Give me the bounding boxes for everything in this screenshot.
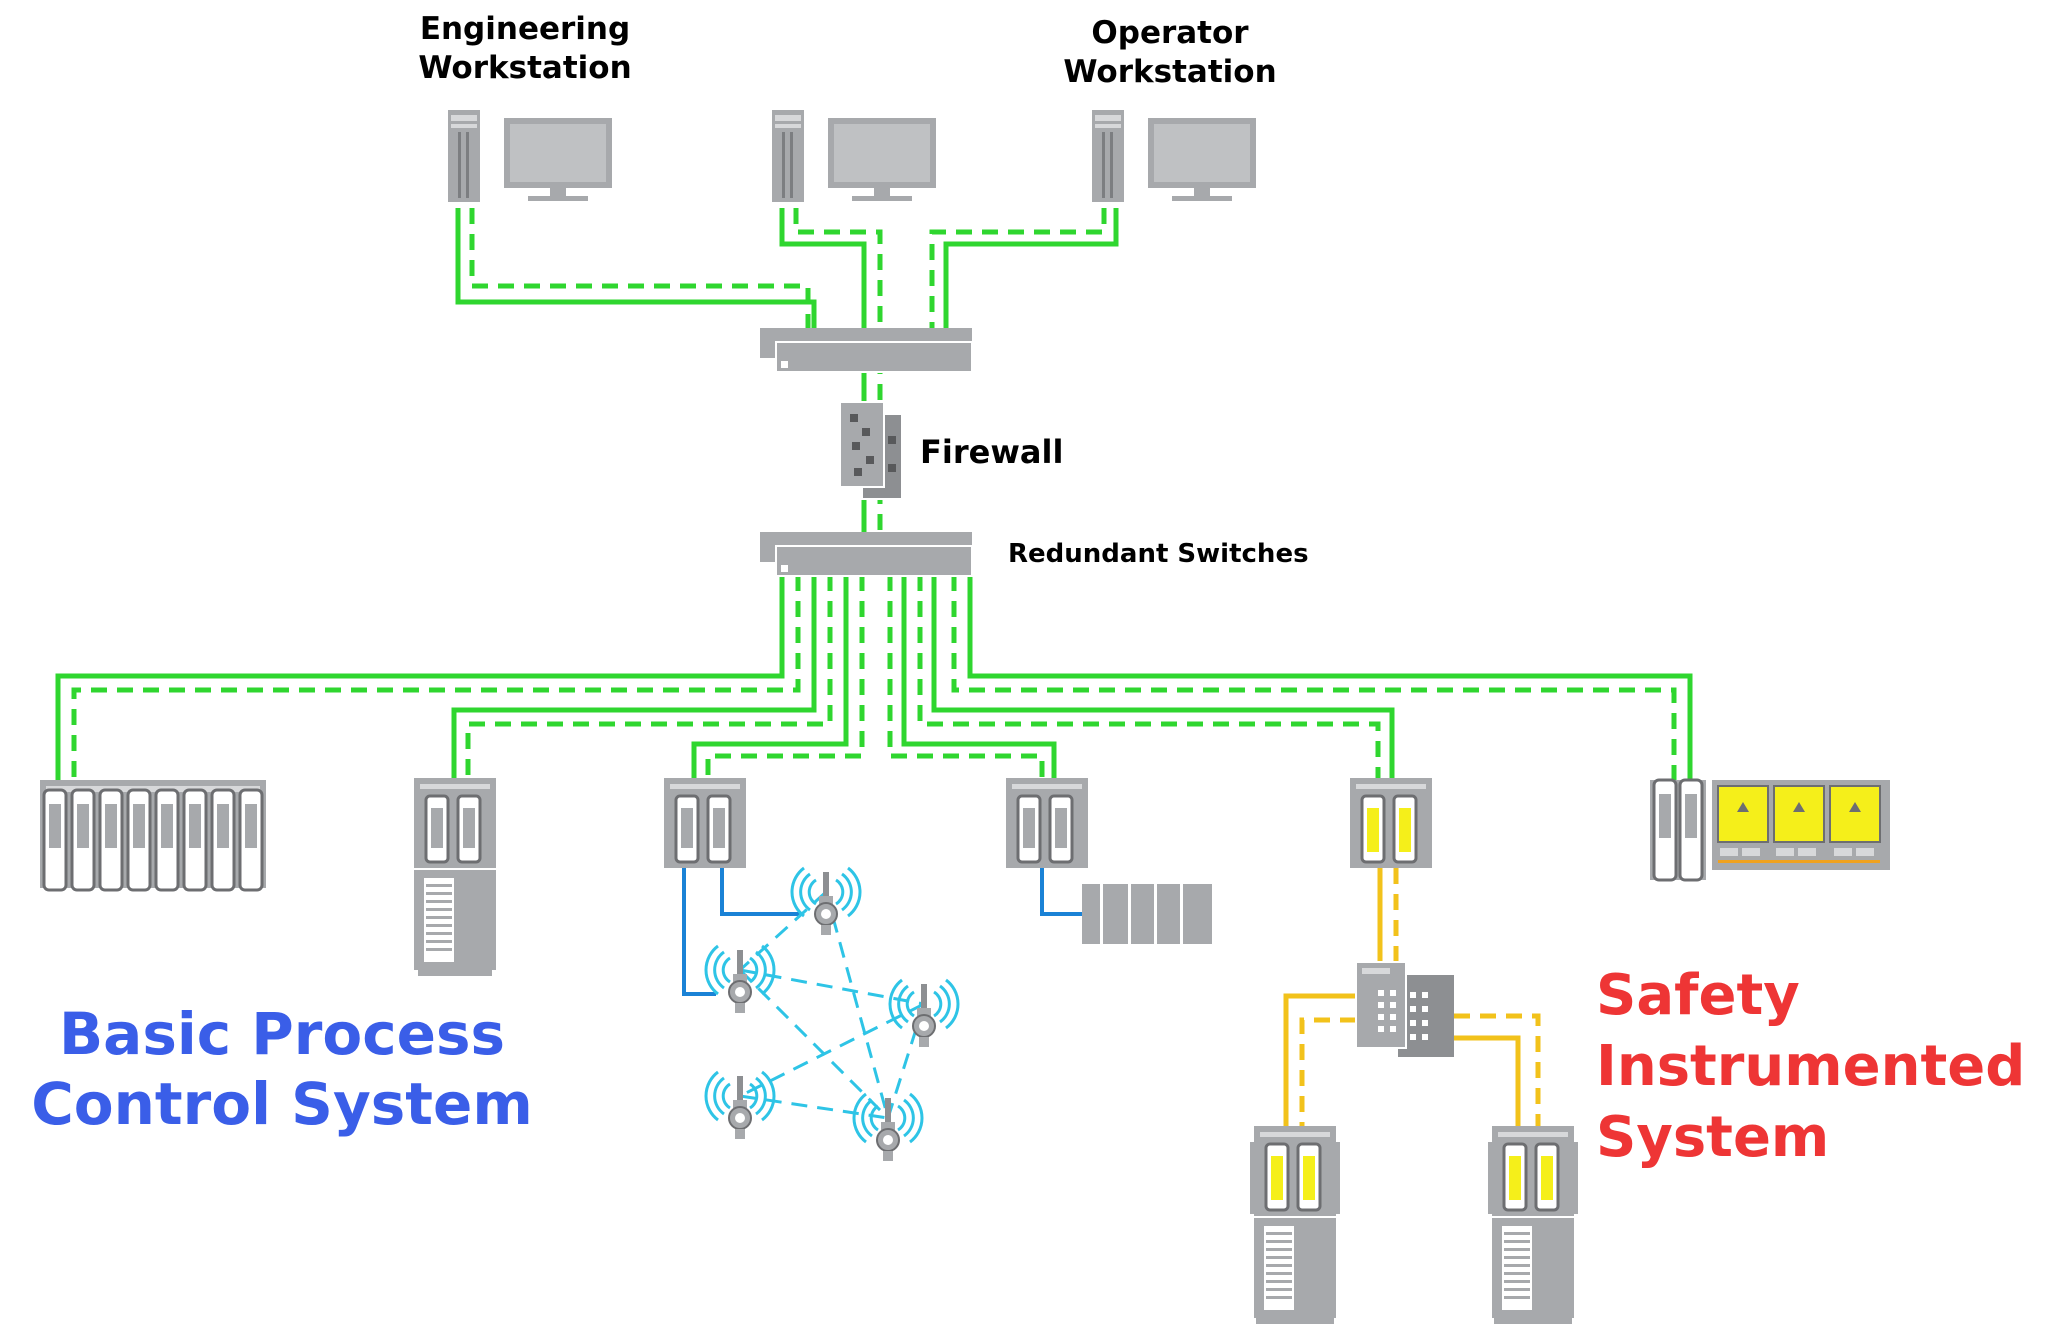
safety-remote-io-left[interactable] — [1250, 1124, 1340, 1324]
workstation-tower-icon — [1092, 110, 1124, 202]
controller-rack-icon[interactable] — [40, 780, 266, 892]
network-cable-redundant — [917, 575, 1381, 778]
network-cable — [931, 575, 1395, 778]
workstation-tower-icon — [772, 110, 804, 202]
network-cable-redundant — [887, 575, 1045, 778]
firewall-label: Firewall — [920, 433, 1064, 471]
network-cable — [943, 208, 1119, 358]
network-cable-redundant — [793, 208, 883, 560]
wireless-link — [824, 891, 890, 1119]
upper-switch-icon[interactable] — [759, 327, 973, 373]
bpcs-title: Basic Process Control System — [22, 1000, 542, 1139]
operator-workstation[interactable] — [1092, 110, 1256, 202]
wired-io-cable — [1040, 868, 1082, 916]
network-cable-redundant — [929, 208, 1107, 330]
monitor-icon — [504, 118, 612, 201]
safety-switch-icon[interactable] — [1355, 961, 1454, 1057]
wireless-transmitter-icon[interactable] — [888, 978, 960, 1049]
wireless-transmitter-icon[interactable] — [852, 1092, 924, 1163]
monitor-icon — [1148, 118, 1256, 201]
sis-title-line2: Instrumented — [1596, 1034, 2026, 1100]
network-cable — [901, 575, 1057, 778]
wired-io-cable — [682, 868, 716, 996]
sis-title-line1: Safety — [1596, 963, 1800, 1028]
wireless-transmitter-icon[interactable] — [704, 1070, 776, 1141]
bpcs-title-line1: Basic Process — [58, 1000, 506, 1068]
wireless-transmitter-icon[interactable] — [790, 866, 862, 937]
safety-cable — [1454, 1035, 1521, 1126]
wireless-link — [886, 1003, 926, 1119]
network-cable — [55, 575, 785, 780]
network-cable-redundant — [71, 575, 801, 780]
monitor-icon — [828, 118, 936, 201]
engineering-workstation[interactable] — [448, 110, 612, 202]
safety-remote-io-right[interactable] — [1488, 1124, 1578, 1324]
network-cables — [55, 208, 1693, 1126]
controller-with-io[interactable] — [412, 776, 498, 976]
redundant-switch-icon[interactable] — [759, 531, 973, 577]
wireless-link — [738, 890, 828, 972]
controller-icon — [412, 776, 498, 870]
firewall-icon[interactable] — [839, 401, 903, 500]
engineering-workstation-label: Engineering Workstation — [418, 11, 632, 86]
io-module-icon — [414, 870, 496, 970]
wireless-transmitter-icon[interactable] — [704, 944, 776, 1015]
redundant-switches-label: Redundant Switches — [1008, 539, 1309, 569]
bpcs-title-line2: Control System — [31, 1069, 533, 1138]
wireless-link — [739, 968, 925, 1006]
wireless-gateway-icon[interactable] — [662, 776, 748, 870]
sis-title-line3: System — [1596, 1105, 1830, 1171]
devices — [40, 110, 1890, 1324]
io-bank-icon[interactable] — [1082, 884, 1212, 944]
network-cable — [691, 575, 849, 778]
network-cable-redundant — [469, 208, 811, 330]
network-cable — [779, 208, 867, 560]
operator-workstation-label: Operator Workstation — [1063, 15, 1277, 90]
network-cable-redundant — [951, 575, 1677, 780]
wireless-link — [739, 1002, 925, 1098]
wireless-link — [738, 968, 890, 1120]
network-cable-redundant — [705, 575, 865, 778]
network-cable — [451, 575, 817, 778]
safety-cable-redundant — [1299, 1017, 1356, 1126]
safety-io-panel-icon[interactable] — [1650, 778, 1890, 882]
safety-controller-icon[interactable] — [1348, 776, 1434, 870]
safety-cable — [1283, 993, 1356, 1126]
network-cable — [967, 575, 1693, 780]
controller-icon[interactable] — [1004, 776, 1090, 870]
safety-cable-redundant — [1454, 1013, 1541, 1126]
sis-title: Safety Instrumented System — [1596, 960, 2025, 1173]
wired-io-cable — [720, 868, 804, 916]
workstation-tower-icon — [448, 110, 480, 202]
shared-workstation[interactable] — [772, 110, 936, 202]
